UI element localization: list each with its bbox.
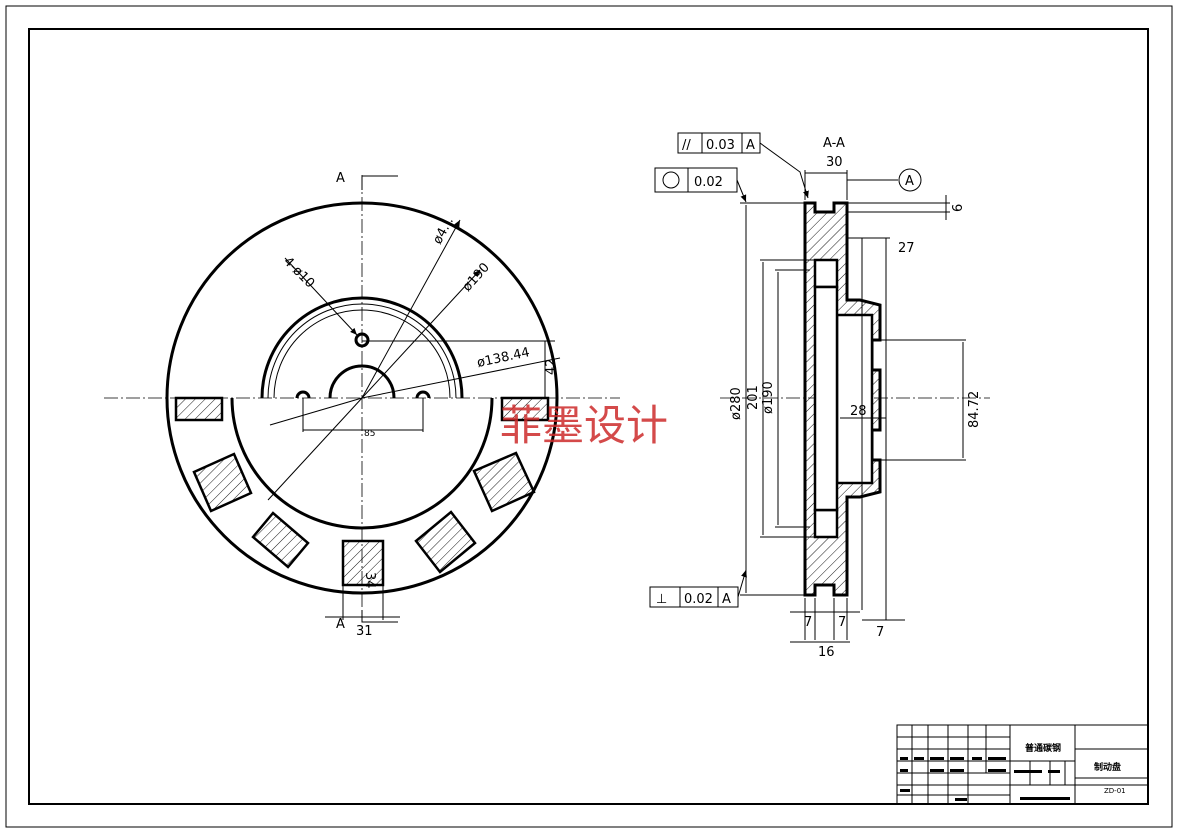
dim-42: 42	[544, 358, 559, 375]
gdt-circularity-frame: 0.02	[654, 167, 747, 203]
title-block: 普通碳钢 制动盘 ZD-01	[896, 724, 1149, 805]
material-label: 普通碳钢	[1025, 742, 1061, 754]
outer-disk-outline	[165, 201, 559, 595]
gdt-perpendicular-value: 0.02	[684, 592, 713, 607]
dim-31: 31	[356, 624, 373, 639]
slot-notch-left	[174, 396, 224, 422]
dim-16: 16	[818, 645, 835, 660]
section-marker-top: A	[336, 171, 345, 186]
vent-slot	[341, 539, 385, 587]
dim-201: 201	[746, 385, 761, 410]
vent-slot	[192, 452, 253, 513]
dim-7a: 7	[804, 615, 812, 630]
dim-85: 85	[364, 429, 375, 439]
inner-ring-arc	[230, 397, 494, 530]
gdt-parallel-value: 0.03	[706, 138, 735, 153]
hole-label: 4-ø10	[280, 254, 317, 291]
dim-dia-190: ø190	[460, 260, 493, 294]
section-marker-bottom: A	[336, 617, 345, 632]
watermark: 菲墨设计	[500, 401, 668, 450]
dim-7b: 7	[838, 615, 846, 630]
hub-outer-arc	[260, 296, 464, 399]
dim-30: 30	[826, 155, 843, 170]
datum-label: A	[905, 174, 914, 189]
dim-27: 27	[898, 241, 915, 256]
vent-slot	[472, 451, 536, 513]
section-view: // 0.03 A 0.02 ⊥ 0.02 A A A-A 30 6 27	[649, 132, 990, 660]
dim-dia-138: ø138.44	[476, 345, 531, 371]
dim-7c: 7	[876, 625, 884, 640]
center-bore-arc	[328, 364, 396, 399]
dim-280: ø280	[729, 387, 744, 420]
dim-34: 34	[362, 572, 377, 589]
slot-notch-right	[500, 396, 550, 422]
vent-slot	[251, 511, 310, 569]
gdt-perpendicular-frame: ⊥ 0.02 A	[649, 569, 747, 608]
datum-bubble	[898, 168, 922, 192]
gdt-parallelism-frame: // 0.03 A	[677, 132, 809, 199]
gdt-perpendicular-datum: A	[722, 592, 731, 607]
gdt-perpendicular-symbol: ⊥	[656, 592, 667, 607]
front-view: A A 4-ø10 ø4... ø190 ø138.44 42 85 34 31	[104, 171, 620, 639]
gdt-parallel-datum: A	[746, 138, 755, 153]
vent-slot	[414, 510, 477, 574]
dim-28: 28	[850, 404, 867, 419]
dim-84: 84.72	[967, 391, 982, 428]
section-title: A-A	[823, 136, 845, 151]
bolt-hole	[354, 332, 370, 348]
gdt-parallel-symbol: //	[682, 138, 691, 153]
drawing-number: ZD-01	[1104, 787, 1126, 795]
gdt-circularity-value: 0.02	[694, 175, 723, 190]
dim-190: ø190	[761, 381, 776, 414]
dim-6: 6	[951, 204, 966, 212]
sheet-border	[5, 5, 1173, 828]
part-name: 制动盘	[1094, 761, 1121, 773]
dim-outer-dia: ø4...	[430, 215, 457, 247]
